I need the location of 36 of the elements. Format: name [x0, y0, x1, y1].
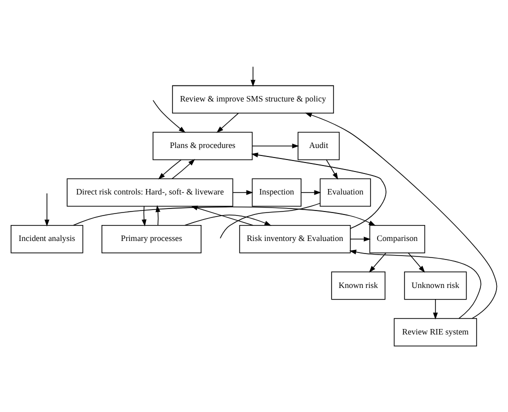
arrow: [156, 205, 160, 226]
node-box: Inspection: [252, 178, 302, 207]
arrow: [190, 206, 254, 226]
arrow: [232, 190, 254, 195]
node-box: Plans & procedures: [152, 132, 253, 160]
arrow: [172, 158, 196, 180]
arrow: [350, 236, 371, 242]
node-box: Comparison: [369, 224, 426, 254]
node-box: Review & improve SMS structure & policy: [172, 85, 334, 114]
arrow: [304, 112, 498, 319]
arrow: [408, 252, 426, 273]
node-box: Audit: [298, 132, 340, 160]
arrow: [152, 100, 186, 133]
node-box: Review RIE system: [394, 318, 478, 346]
arrow: [349, 250, 482, 319]
arrow: [44, 193, 50, 226]
arrow: [326, 159, 338, 180]
arrow: [251, 152, 386, 229]
node-box: Incident analysis: [10, 224, 84, 254]
arrow: [216, 112, 239, 133]
node-box: Evaluation: [320, 178, 371, 207]
arrow: [184, 214, 272, 226]
node-box: Risk inventory & Evaluation: [239, 224, 351, 254]
node-box: Primary processes: [102, 224, 202, 254]
connector: [220, 202, 320, 239]
arrow: [250, 66, 256, 87]
arrow: [300, 190, 322, 195]
node-box: Unknown risk: [404, 272, 467, 300]
arrow: [158, 159, 182, 180]
node-box: Known risk: [331, 272, 386, 300]
arrow: [142, 206, 146, 226]
arrow: [368, 252, 386, 273]
arrow: [73, 206, 376, 226]
arrow: [433, 299, 438, 320]
node-box: Direct risk controls: Hard-, soft- & liveware: [66, 178, 234, 207]
arrow: [252, 144, 300, 148]
